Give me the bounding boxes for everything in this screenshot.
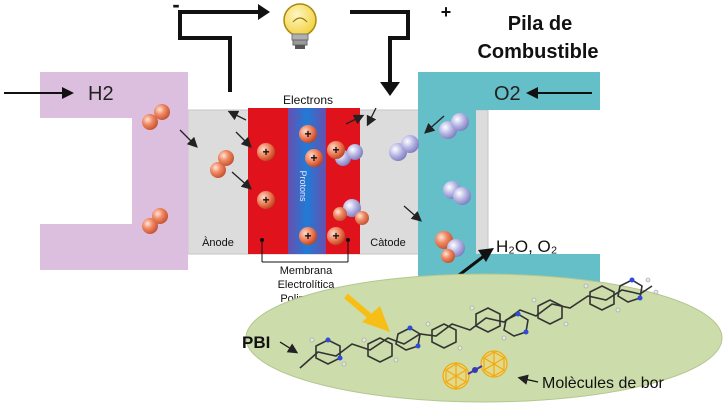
pbi-label: PBI — [242, 333, 270, 352]
product-label: H₂O, O₂ — [496, 237, 557, 256]
proton-icon: + — [327, 227, 345, 245]
pbi-nitrogen-atoms — [325, 277, 643, 361]
pbi-ellipse — [245, 273, 723, 403]
boron-cluster-icon — [480, 350, 508, 378]
hydrogen-molecule-icon — [142, 208, 168, 234]
positive-terminal-sign: + — [441, 2, 452, 22]
oxygen-molecule-icon — [389, 135, 419, 161]
proton-icon: + — [257, 143, 275, 161]
hydrogen-molecule-icon — [210, 150, 234, 178]
proton-icon: + — [327, 141, 345, 159]
boron-cluster-center — [467, 365, 483, 375]
h2-inlet-arrow — [4, 87, 74, 99]
cathode-label: Càtode — [370, 237, 405, 249]
h2-label: H2 — [88, 83, 114, 105]
title-line-2: Combustible — [477, 41, 598, 63]
hydrogen-molecule-icon — [142, 104, 170, 130]
protons-label: Protons — [298, 170, 308, 202]
svg-text:+: + — [262, 193, 269, 207]
highlight-arrow — [344, 293, 390, 332]
proton-icon: + — [257, 191, 275, 209]
external-circuit: - + — [172, 0, 451, 96]
membrane-bracket — [260, 238, 350, 263]
o2-label: O2 — [494, 83, 521, 105]
pbi-hydrogen-atoms — [309, 277, 659, 367]
flow-arrows — [179, 107, 445, 222]
boron-label: Molècules de bor — [542, 375, 665, 392]
boron-cluster-icon — [442, 362, 470, 390]
water-molecule-icon — [333, 199, 369, 225]
lightbulb-icon — [283, 3, 317, 49]
proton-icon: + — [299, 125, 317, 143]
proton-icon: + — [299, 227, 317, 245]
svg-text:+: + — [310, 151, 317, 165]
svg-text:+: + — [332, 229, 339, 243]
oxygen-molecule-icon — [443, 181, 471, 205]
electrons-label: Electrons — [283, 93, 333, 107]
water-molecule-icon — [435, 231, 465, 263]
anode-label: Ànode — [202, 236, 234, 249]
oxygen-molecule-icon — [439, 113, 469, 139]
svg-text:+: + — [262, 145, 269, 159]
membrane-label-2: Electrolítica — [278, 279, 336, 291]
svg-text:+: + — [304, 229, 311, 243]
proton-icon: + — [305, 149, 323, 167]
o2-inlet-arrow — [526, 87, 592, 99]
anode-electrode — [248, 108, 288, 254]
membrane-label-1: Membrana — [280, 265, 333, 277]
title-line-1: Pila de — [508, 13, 572, 35]
negative-terminal-sign: - — [172, 0, 179, 17]
svg-text:+: + — [332, 143, 339, 157]
svg-text:+: + — [304, 127, 311, 141]
